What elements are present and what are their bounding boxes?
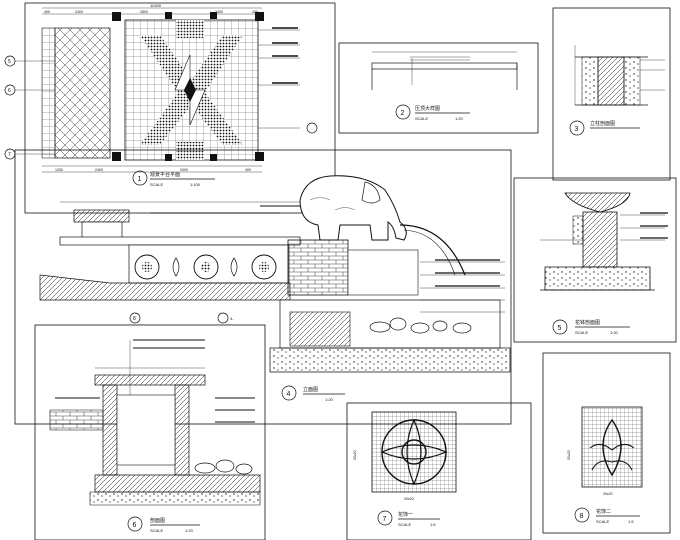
panel-1-scale: 1:100 [190,182,201,187]
plan-dim-top-3: 2800 [140,10,148,14]
panel-1-number: 1 [138,176,142,183]
section-ref-4: 4- [217,312,234,324]
panel-2-scale-label: SCALE [415,116,428,121]
svg-text:6: 6 [8,88,11,94]
plan-dim-total: 10400 [150,3,162,8]
panel-6-number: 6 [133,522,137,529]
panel-3-column-section: 3 立柱剖面图 [552,7,671,181]
pool-stones [369,317,472,334]
svg-text:4-: 4- [230,316,234,321]
panel-5-title: 花钵剖面图 [575,319,600,326]
panel-4-number: 4 [287,391,291,398]
section-marker-6: 6 [4,84,55,96]
panel-3-title: 立柱剖面图 [590,120,615,127]
pattern-1-dim-left: 20x20 [353,450,357,460]
panel-7-number: 7 [383,516,387,523]
panel-1-title: 观景平台平面 [150,171,180,178]
plan-dim-top-2: 2400 [75,10,83,14]
panel-8-number: 8 [580,513,584,520]
plan-leader-notes [258,27,318,134]
panel-2-cap-section: 2 压顶大样图 SCALE 1:20 [338,42,539,134]
panel-4-scale: 1:20 [325,397,334,402]
pattern-2-dim-left: 20x20 [567,450,571,460]
panel-6-pool-section: 6 剖面图 SCALE 1:20 [34,324,266,540]
section-ref-8: 8 [129,312,141,324]
panel-8-pattern-2: 20x20 20x20 8 花饰二 SCALE 1:5 [542,352,671,534]
plan-x-pattern [140,20,243,160]
panel-2-title: 压顶大样图 [415,105,440,112]
panel-4-title: 立面图 [303,386,318,393]
panel-1-plan: 10400 400 2400 2800 2400 400 1200 2400 2… [4,2,336,214]
svg-text:8: 8 [133,316,136,322]
plan-dim-top-5: 400 [252,10,258,14]
pattern-2-dim-bottom: 20x20 [603,492,613,496]
panel-3-number: 3 [575,126,579,133]
panel-5-number: 5 [558,325,562,332]
panel-5-planter-section: 5 花钵剖面图 SCALE 1:20 [513,177,677,343]
panel-5-scale: 1:20 [610,330,619,335]
panel-7-pattern-1: 20x20 20x20 7 花饰一 SCALE 1:5 [346,402,532,540]
panel-6-scale-label: SCALE [150,528,163,533]
panel-7-scale-label: SCALE [398,522,411,527]
plan-dim-bot-4: 400 [245,168,251,172]
elephant-figure [299,175,407,241]
rosette-row [134,254,277,280]
svg-text:7: 7 [8,152,11,158]
panel-7-scale: 1:5 [430,522,436,527]
plan-dim-top-1: 400 [44,10,50,14]
plan-dim-top-4: 2400 [215,10,223,14]
panel-2-scale: 1:20 [455,116,464,121]
plan-dim-bot-1: 1200 [55,168,63,172]
panel-8-scale: 1:5 [628,519,634,524]
section-marker-5: 5 [4,55,55,67]
panel-1-scale-label: SCALE [150,182,163,187]
panel-1-title-block: 1 观景平台平面 SCALE 1:100 [132,170,215,187]
pattern-1-dim-bottom: 20x20 [404,497,414,501]
plan-dim-bot-2: 2400 [95,168,103,172]
panel-2-number: 2 [401,110,405,117]
plan-dim-bot-3: 2400 [180,168,188,172]
pool-section-stones [194,459,253,475]
panel-6-title: 剖面图 [150,517,165,524]
elevation-leader-notes [420,259,505,313]
panel-4-elevation: 8 4- 4 立面图 1:20 [14,149,512,425]
panel-7-title: 花饰一 [398,511,413,518]
panel-6-scale: 1:20 [185,528,194,533]
panel-8-scale-label: SCALE [596,519,609,524]
panel-5-scale-label: SCALE [575,330,588,335]
svg-text:5: 5 [8,59,11,65]
panel-8-title: 花饰二 [596,508,611,515]
